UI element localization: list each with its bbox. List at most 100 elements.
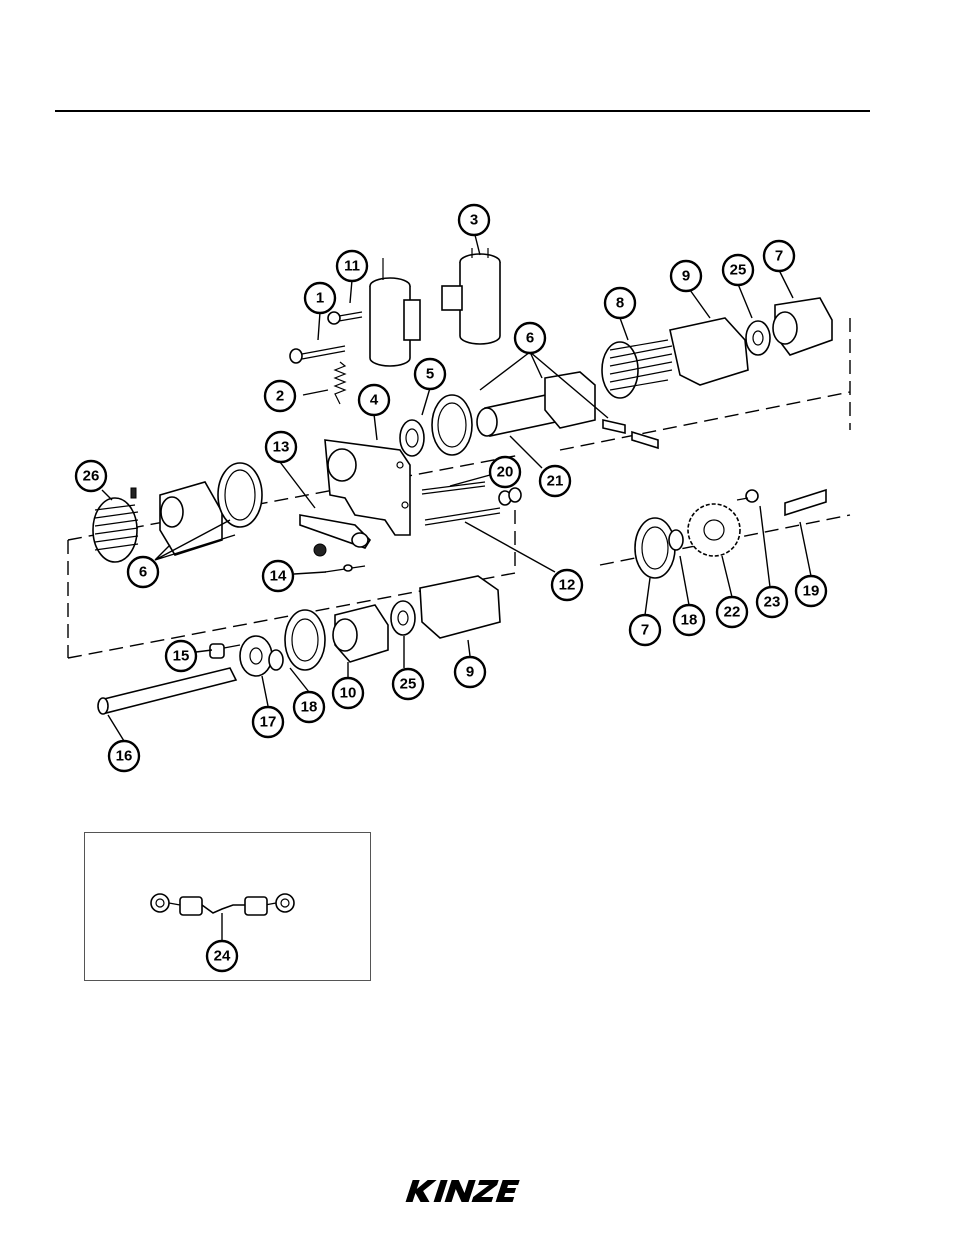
callout-label: 3: [470, 212, 478, 229]
inset-diagram: 24: [85, 833, 370, 980]
callout-6-upper: 6: [515, 323, 545, 353]
callout-label: 14: [270, 568, 287, 585]
callout-label: 6: [526, 330, 534, 347]
linkage-part-24: [151, 894, 294, 915]
bolt-part-15: [210, 644, 240, 658]
callout-label: 23: [764, 594, 781, 611]
callout-8: 8: [605, 288, 635, 318]
callout-label: 26: [83, 468, 100, 485]
callout-23: 23: [757, 587, 787, 617]
callout-label: 11: [344, 258, 360, 275]
callout-label: 4: [370, 392, 379, 409]
callout-1: 1: [305, 283, 335, 313]
callout-label: 18: [681, 612, 698, 629]
callout-label: 8: [616, 295, 624, 312]
bearing-housing-left: [160, 463, 262, 555]
shaft-part-19: [785, 490, 826, 515]
callout-3: 3: [459, 205, 489, 235]
callout-label: 25: [400, 676, 417, 693]
seal-part-10-ring: [285, 610, 325, 670]
callout-19: 19: [796, 576, 826, 606]
housing-part-9-lower: [420, 576, 500, 638]
rod-part-12: [425, 508, 500, 525]
shaft-hub-part-21: [477, 372, 595, 436]
callout-16: 16: [109, 741, 139, 771]
callout-label: 13: [273, 439, 290, 456]
bolt-part-1: [290, 346, 345, 363]
cap-part-7-upper: [773, 298, 832, 355]
callout-label: 17: [260, 714, 277, 731]
callout-26: 26: [76, 461, 106, 491]
callout-label: 7: [641, 622, 649, 639]
callout-label: 15: [173, 648, 190, 665]
callout-label: 9: [682, 268, 690, 285]
washer-part-25-lower: [391, 601, 415, 635]
callout-21: 21: [540, 466, 570, 496]
spring-part-2: [335, 362, 345, 404]
callout-15: 15: [166, 641, 196, 671]
callout-label: 22: [724, 604, 741, 621]
snap-ring-part-18-left: [269, 650, 283, 670]
callout-label: 19: [803, 583, 820, 600]
nut-washers: [499, 488, 521, 505]
callout-18-lower: 18: [294, 692, 324, 722]
callout-7-upper: 7: [764, 241, 794, 271]
mounting-plate-part-4: [325, 440, 410, 535]
callout-24: 24: [207, 941, 237, 971]
housing-part-9-upper: [670, 318, 748, 385]
nut: [314, 544, 326, 556]
callout-label: 20: [497, 464, 514, 481]
callout-4: 4: [359, 385, 389, 415]
callout-7-lower: 7: [630, 615, 660, 645]
callout-9-upper: 9: [671, 261, 701, 291]
callout-label: 12: [559, 577, 576, 594]
callout-2: 2: [265, 381, 295, 411]
callout-label: 6: [139, 564, 147, 581]
callout-label: 2: [276, 388, 284, 405]
callout-label: 9: [466, 664, 474, 681]
callout-label: 10: [340, 685, 357, 702]
callout-5: 5: [415, 359, 445, 389]
callout-label: 7: [775, 248, 783, 265]
callout-11: 11: [337, 251, 367, 281]
callout-25-lower: 25: [393, 669, 423, 699]
inset-box: 24: [84, 832, 371, 981]
callout-10: 10: [333, 678, 363, 708]
callout-9-lower: 9: [455, 657, 485, 687]
callout-22: 22: [717, 597, 747, 627]
callout-17: 17: [253, 707, 283, 737]
callout-label: 18: [301, 699, 318, 716]
callout-label: 5: [426, 366, 434, 383]
sprocket-part-22: [688, 504, 740, 556]
rod-part-20: [422, 482, 485, 494]
cap-part-7-lower: [635, 518, 675, 578]
seal-ring-part-6: [432, 395, 472, 455]
kinze-logo: [400, 1176, 522, 1206]
callout-label: 1: [316, 290, 324, 307]
pin-part-14: [325, 565, 365, 572]
bolt-part-23: [737, 490, 758, 502]
callout-20: 20: [490, 457, 520, 487]
flange-part-17: [240, 636, 272, 676]
bearing-part-10: [333, 605, 388, 662]
snap-ring-part-18-right: [669, 530, 683, 550]
callout-6-left: 6: [128, 557, 158, 587]
callout-label: 24: [214, 948, 231, 965]
pin-pair: [603, 420, 658, 448]
spring-coil-part-8: [602, 340, 672, 398]
callout-14: 14: [263, 561, 293, 591]
callout-label: 21: [547, 473, 564, 490]
spring-part-26: [93, 488, 138, 562]
washer-part-25-upper: [746, 321, 770, 355]
seal-part-5: [400, 420, 424, 456]
callout-12: 12: [552, 570, 582, 600]
cylinder-right-part-3: [442, 248, 500, 344]
callout-label: 25: [730, 262, 747, 279]
bolt-part-11: [328, 312, 362, 324]
callout-18-right: 18: [674, 605, 704, 635]
callout-25-upper: 25: [723, 255, 753, 285]
arm-part-13: [300, 515, 370, 548]
callout-label: 16: [116, 748, 133, 765]
cylinder-left: [370, 258, 420, 366]
